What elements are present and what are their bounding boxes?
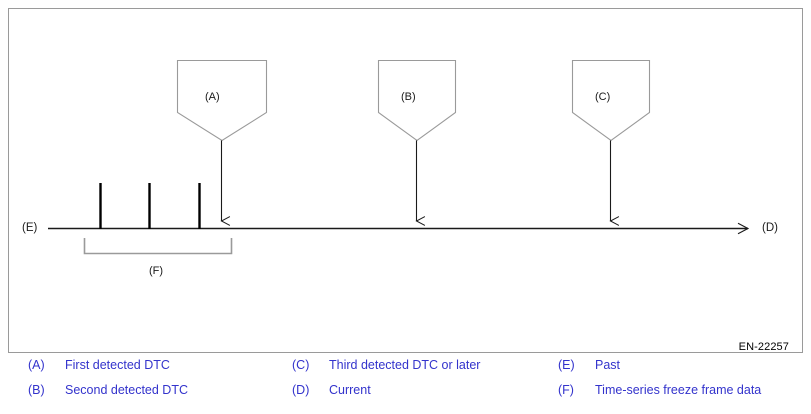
legend: (A) First detected DTC (B) Second detect… <box>0 358 811 414</box>
callout-label-a: (A) <box>205 91 220 103</box>
legend-label: First detected DTC <box>65 358 170 372</box>
diagram-frame <box>8 8 803 353</box>
legend-column: (C) Third detected DTC or later (D) Curr… <box>292 358 480 408</box>
legend-item: (C) Third detected DTC or later <box>292 358 480 383</box>
legend-label: Time-series freeze frame data <box>595 383 762 397</box>
axis-end-label: (D) <box>762 222 778 234</box>
figure-code-label: EN-22257 <box>738 341 789 353</box>
legend-key: (E) <box>558 358 575 372</box>
legend-key: (A) <box>28 358 45 372</box>
legend-column: (A) First detected DTC (B) Second detect… <box>28 358 188 408</box>
legend-item: (D) Current <box>292 383 480 408</box>
legend-item: (F) Time-series freeze frame data <box>558 383 761 408</box>
legend-item: (E) Past <box>558 358 761 383</box>
callout-label-c: (C) <box>595 91 611 103</box>
legend-item: (B) Second detected DTC <box>28 383 188 408</box>
legend-column: (E) Past (F) Time-series freeze frame da… <box>558 358 761 408</box>
axis-start-label: (E) <box>22 222 38 234</box>
legend-key: (B) <box>28 383 45 397</box>
legend-label: Current <box>329 383 371 397</box>
legend-label: Third detected DTC or later <box>329 358 481 372</box>
legend-key: (C) <box>292 358 310 372</box>
legend-item: (A) First detected DTC <box>28 358 188 383</box>
legend-key: (F) <box>558 383 574 397</box>
legend-key: (D) <box>292 383 310 397</box>
legend-label: Past <box>595 358 621 372</box>
bracket-label-f: (F) <box>149 265 164 277</box>
callout-label-b: (B) <box>401 91 416 103</box>
legend-label: Second detected DTC <box>65 383 188 397</box>
